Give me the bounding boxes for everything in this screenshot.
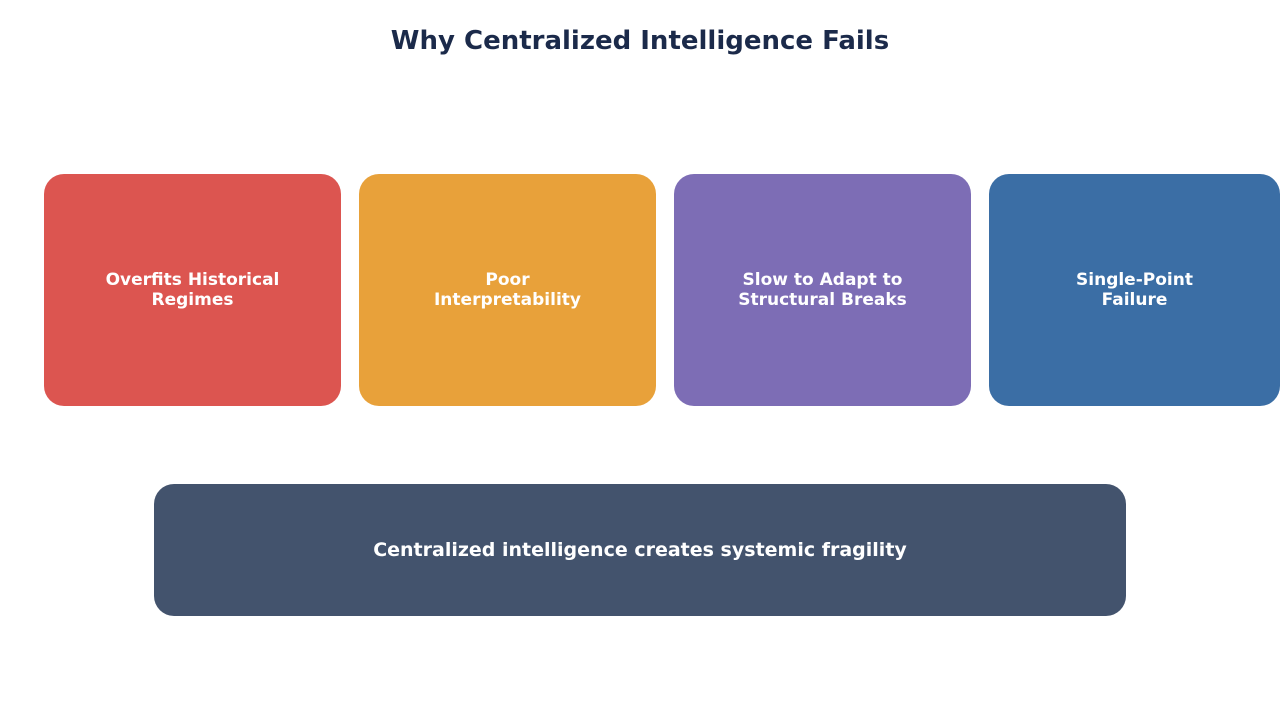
diagram-title: Why Centralized Intelligence Fails: [390, 26, 890, 56]
card-label: Single-Point Failure: [1076, 270, 1193, 310]
card-label: Poor Interpretability: [433, 270, 581, 310]
failure-card-slow-to-adapt: Slow to Adapt to Structural Breaks: [674, 174, 971, 406]
failure-card-overfits-historical-regimes: Overfits Historical Regimes: [44, 174, 341, 406]
summary-box: Centralized intelligence creates systemi…: [154, 484, 1126, 616]
card-label: Overfits Historical Regimes: [105, 270, 280, 310]
card-label: Slow to Adapt to Structural Breaks: [738, 270, 907, 310]
failure-card-poor-interpretability: Poor Interpretability: [359, 174, 656, 406]
failure-card-single-point-failure: Single-Point Failure: [989, 174, 1280, 406]
summary-label: Centralized intelligence creates systemi…: [373, 539, 907, 561]
